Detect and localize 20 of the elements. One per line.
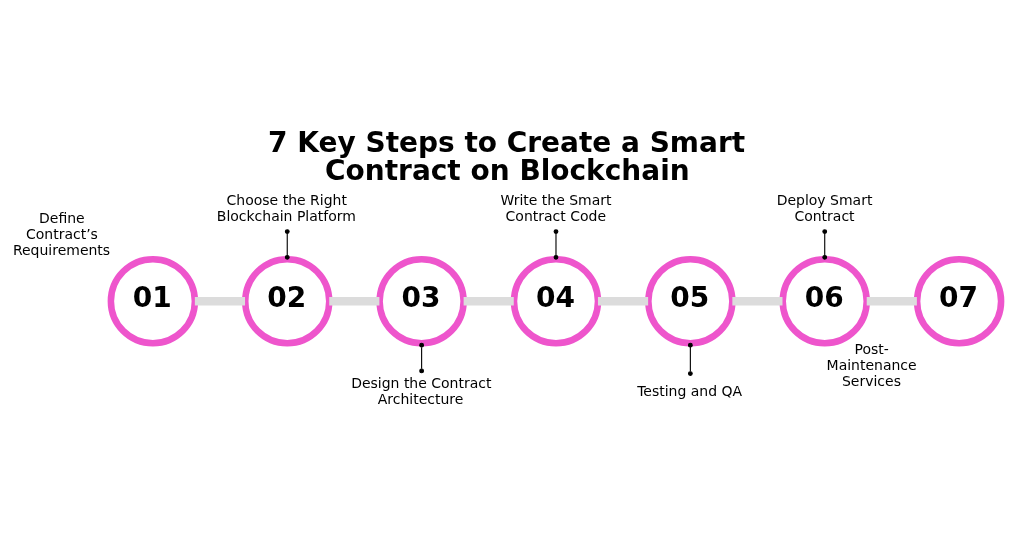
connector [419,342,425,373]
connector [329,296,380,305]
connector [822,228,828,260]
node-circle: 07 [913,255,1005,346]
node-text: Deploy Smart Contract [776,191,873,224]
diagram-title: 7 Key Steps to Create a Smart Contract on Blockchain [268,125,746,187]
connector [732,296,783,305]
node-circle: 01 [107,255,199,346]
connector [553,228,559,260]
node-text: Design the Contract Architecture [351,374,492,407]
node-label: Define Contract’s Requirements [12,209,111,258]
connector [866,296,917,305]
node-text: Testing and QA [637,382,743,399]
connector [687,342,693,376]
node-text: Write the Smart Contract Code [500,191,612,224]
connector [598,296,649,305]
connector [463,296,514,305]
node-text: Choose the Right Blockchain Platform [216,191,356,224]
connector [284,228,290,260]
connector [194,296,246,305]
